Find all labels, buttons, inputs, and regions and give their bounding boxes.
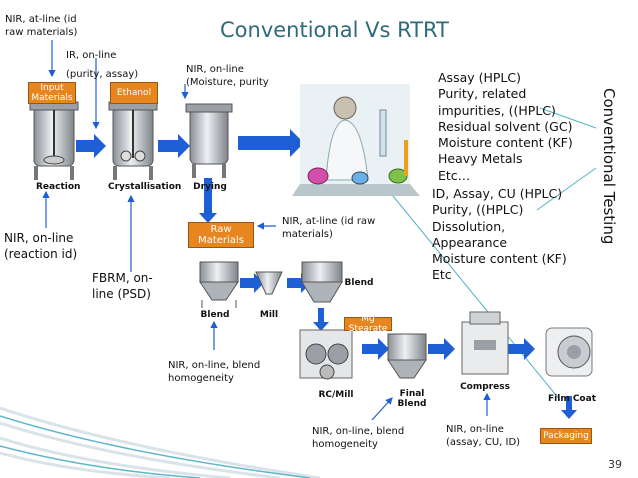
roller-compactor-icon: [299, 329, 353, 380]
caption-final-blend: Final Blend: [397, 389, 427, 409]
annotation-nir-online-reaction: NIR, on-line (reaction id): [4, 231, 78, 262]
caption-crystallisation: Crystallisation: [108, 182, 182, 192]
reactor-vessel-icon: [29, 101, 79, 180]
page-number: 39: [608, 458, 622, 471]
blend-bin-icon: [199, 261, 239, 308]
ethanol-box: Ethanol: [110, 82, 158, 104]
caption-rc-mill: RC/Mill: [318, 390, 354, 400]
caption-mill: Mill: [259, 310, 279, 320]
caption-drying: Drying: [193, 182, 227, 192]
tablet-press-icon: [461, 311, 509, 375]
caption-film-coat: Film Coat: [548, 394, 596, 404]
page-title: Conventional Vs RTRT: [220, 18, 449, 42]
annotation-ir-online: IR, on-line (purity, assay): [66, 50, 139, 80]
conventional-product-tests: ID, Assay, CU (HPLC) Purity, ((HPLC) Dis…: [432, 186, 567, 283]
annotation-nir-blend-homogeneity: NIR, on-line, blend homogeneity: [168, 360, 261, 384]
lab-scientist-illustration: [292, 84, 420, 196]
annotation-nir-blend-homogeneity-final: NIR, on-line, blend homogeneity: [312, 426, 405, 450]
annotation-nir-online-moisture: NIR, on-line (Moisture, purity: [186, 64, 269, 88]
conventional-testing-label: Conventional Testing: [600, 88, 618, 245]
blend-bin-icon-2: [301, 261, 343, 303]
caption-blend-2: Blend: [344, 278, 374, 288]
annotation-nir-atline-raw-materials: NIR, at-line (id raw materials): [5, 14, 78, 38]
caption-reaction: Reaction: [36, 182, 81, 192]
annotation-nir-atline-id-raw: NIR, at-line (id raw materials): [282, 216, 376, 240]
conventional-api-tests: Assay (HPLC) Purity, related impurities,…: [438, 70, 573, 183]
caption-compress: Compress: [460, 382, 510, 392]
dryer-vessel-icon: [185, 103, 233, 178]
annotation-nir-assay-cu-id: NIR, on-line (assay, CU, ID): [446, 424, 521, 448]
mg-stearate-box: Mg Stearate: [344, 314, 392, 334]
final-blend-bin-icon: [387, 333, 427, 379]
film-coater-icon: [545, 327, 593, 377]
input-materials-box: Input Materials: [28, 82, 76, 104]
annotation-fbrm-online: FBRM, on- line (PSD): [92, 271, 153, 302]
caption-blend: Blend: [200, 310, 230, 320]
crystalliser-vessel-icon: [108, 101, 158, 180]
decorative-stripes: [0, 406, 320, 478]
packaging-box: Packaging: [540, 428, 592, 444]
mill-icon: [255, 271, 283, 295]
raw-materials-box: Raw Materials: [188, 222, 254, 248]
